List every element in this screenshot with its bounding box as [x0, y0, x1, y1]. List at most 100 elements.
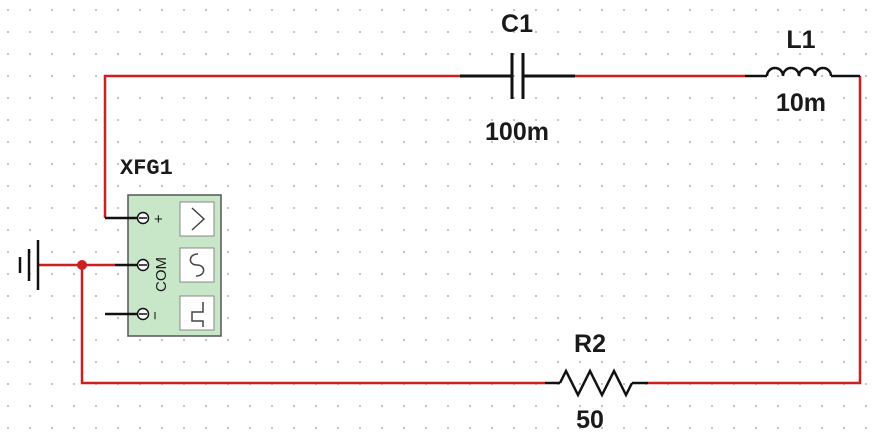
grid-dot: [733, 273, 735, 275]
wire-top-left[interactable]: [103, 74, 460, 218]
grid-dot: [117, 207, 119, 209]
sine-wave-button[interactable]: [179, 247, 215, 283]
grid-dot: [623, 295, 625, 297]
grid-dot: [337, 229, 339, 231]
grid-dot: [337, 405, 339, 407]
grid-dot: [315, 119, 317, 121]
grid-dot: [821, 53, 823, 55]
grid-dot: [579, 295, 581, 297]
grid-dot: [535, 9, 537, 11]
grid-dot: [183, 405, 185, 407]
grid-dot: [513, 75, 515, 77]
grid-dot: [183, 163, 185, 165]
grid-dot: [601, 273, 603, 275]
grid-dot: [205, 141, 207, 143]
grid-dot: [799, 207, 801, 209]
grid-dot: [425, 207, 427, 209]
grid-dot: [293, 339, 295, 341]
grid-dot: [689, 53, 691, 55]
grid-dot: [425, 53, 427, 55]
grid-dot: [645, 97, 647, 99]
grid-dot: [447, 163, 449, 165]
grid-dot: [139, 405, 141, 407]
grid-dot: [271, 251, 273, 253]
grid-dot: [51, 53, 53, 55]
grid-dot: [183, 185, 185, 187]
grid-dot: [227, 163, 229, 165]
grid-dot: [601, 53, 603, 55]
grid-dot: [623, 31, 625, 33]
grid-dot: [403, 9, 405, 11]
grid-dot: [359, 185, 361, 187]
grid-dot: [821, 229, 823, 231]
grid-dot: [337, 339, 339, 341]
grid-dot: [557, 163, 559, 165]
grid-dot: [51, 229, 53, 231]
capacitor-c1[interactable]: C1 100m: [460, 10, 575, 146]
grid-dot: [843, 361, 845, 363]
grid-dot: [381, 97, 383, 99]
grid-dot: [447, 141, 449, 143]
grid-dot: [821, 317, 823, 319]
grid-dot: [425, 339, 427, 341]
grid-dot: [95, 119, 97, 121]
grid-dot: [29, 339, 31, 341]
grid-dot: [73, 53, 75, 55]
grid-dot: [315, 141, 317, 143]
grid-dot: [381, 207, 383, 209]
grid-dot: [513, 163, 515, 165]
function-generator-xfg1[interactable]: XFG1 + COM −: [105, 156, 222, 337]
grid-dot: [51, 251, 53, 253]
square-wave-button[interactable]: [179, 295, 215, 331]
grid-dot: [733, 405, 735, 407]
grid-dot: [293, 9, 295, 11]
grid-dot: [821, 405, 823, 407]
grid-dot: [359, 251, 361, 253]
grid-dot: [337, 317, 339, 319]
grid-dot: [689, 31, 691, 33]
wire-bottom[interactable]: [80, 265, 545, 385]
inductor-value-label: 10m: [776, 89, 826, 117]
grid-dot: [359, 295, 361, 297]
grid-dot: [733, 53, 735, 55]
triangle-wave-button[interactable]: [179, 201, 215, 237]
grid-dot: [315, 339, 317, 341]
grid-dot: [117, 119, 119, 121]
grid-dot: [469, 163, 471, 165]
grid-dot: [183, 31, 185, 33]
grid-dot: [29, 119, 31, 121]
grid-dot: [689, 163, 691, 165]
grid-dot: [227, 405, 229, 407]
grid-dot: [579, 163, 581, 165]
grid-dot: [491, 317, 493, 319]
inductor-l1[interactable]: L1 10m: [745, 26, 860, 117]
grid-dot: [271, 361, 273, 363]
capacitor-value-label: 100m: [485, 118, 549, 146]
grid-dot: [381, 339, 383, 341]
grid-dot: [733, 31, 735, 33]
grid-dot: [7, 53, 9, 55]
grid-dot: [689, 207, 691, 209]
grid-dot: [29, 97, 31, 99]
grid-dot: [755, 251, 757, 253]
grid-dot: [535, 53, 537, 55]
grid-dot: [711, 163, 713, 165]
grid-dot: [7, 141, 9, 143]
grid-dot: [381, 229, 383, 231]
grid-dot: [271, 97, 273, 99]
grid-dot: [623, 361, 625, 363]
resistor-r2[interactable]: R2 50: [545, 330, 648, 434]
grid-dot: [557, 141, 559, 143]
ground-icon[interactable]: [18, 240, 40, 290]
grid-dot: [535, 251, 537, 253]
grid-dot: [403, 185, 405, 187]
grid-dot: [645, 119, 647, 121]
grid-dot: [821, 185, 823, 187]
generator-pin-plus[interactable]: +: [136, 211, 164, 228]
generator-pin-minus[interactable]: −: [136, 307, 165, 321]
wire-right[interactable]: [648, 76, 862, 385]
generator-pin-com[interactable]: COM: [136, 257, 171, 292]
grid-dot: [51, 273, 53, 275]
grid-dot: [865, 273, 867, 275]
